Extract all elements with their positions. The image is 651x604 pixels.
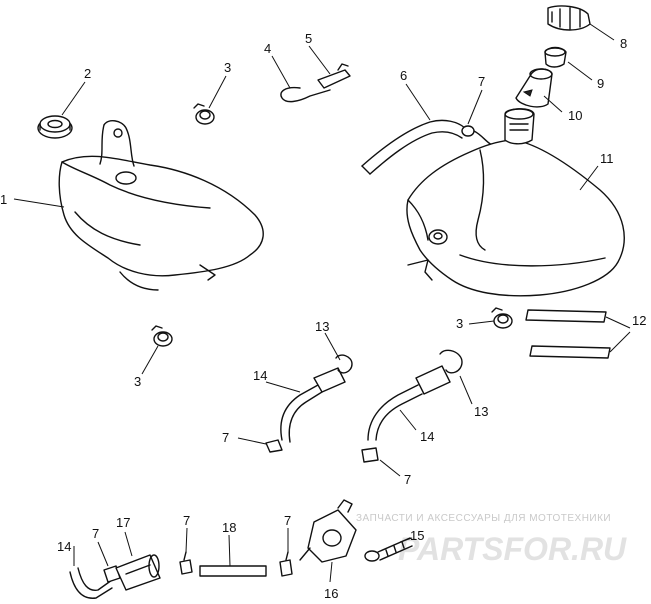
bottom-clip-7-mid: [179, 551, 193, 575]
callout-7-bottom-b: 7: [183, 513, 190, 528]
callout-7-bottom-a: 7: [92, 526, 99, 541]
callout-7: 7: [478, 74, 485, 89]
callout-8: 8: [620, 36, 627, 51]
callout-7-left: 7: [222, 430, 229, 445]
callout-14-bottom: 14: [57, 539, 71, 554]
part-17-filter: [115, 554, 161, 591]
bottom-hose-14: [69, 567, 113, 599]
callout-3-left: 3: [134, 374, 141, 389]
hose-assembly-right: [361, 349, 463, 463]
part-7-clip-top: [461, 125, 493, 146]
callout-18: 18: [222, 520, 236, 535]
callout-7-bottom-c: 7: [284, 513, 291, 528]
callout-14-left: 14: [253, 368, 267, 383]
hose-assembly-left: [265, 354, 353, 453]
callout-3-right: 3: [456, 316, 463, 331]
callout-3: 3: [224, 60, 231, 75]
part-3-bolt-right: [491, 307, 513, 329]
callout-6: 6: [400, 68, 407, 83]
part-9-gasket: [544, 46, 567, 68]
bottom-clip-7-right: [279, 551, 293, 577]
callout-11: 11: [600, 151, 614, 166]
callout-10: 10: [568, 108, 582, 123]
watermark-logo: PARTSFOR.RU: [398, 531, 627, 567]
part-1-fuel-tank-left: [58, 120, 264, 291]
part-3-bolt-bottom-left: [151, 325, 173, 347]
watermark-tagline: ЗАПЧАСТИ И АКСЕССУАРЫ ДЛЯ МОТОТЕХНИКИ: [356, 513, 611, 524]
part-6-vent-hose: [361, 119, 466, 175]
part-16-fuel-valve: [299, 499, 357, 563]
part-11-fuel-tank-right: [406, 108, 625, 297]
callout-14-right: 14: [420, 429, 434, 444]
callout-1: 1: [0, 192, 7, 207]
callout-17: 17: [116, 515, 130, 530]
part-18-hose: [199, 565, 267, 577]
callout-7-right: 7: [404, 472, 411, 487]
callout-9: 9: [597, 76, 604, 91]
callout-5: 5: [305, 31, 312, 46]
part-2-grommet: [37, 115, 73, 139]
callout-13-right: 13: [474, 404, 488, 419]
callout-4: 4: [264, 41, 271, 56]
watermark: ЗАПЧАСТИ И АКСЕССУАРЫ ДЛЯ МОТОТЕХНИКИ PA…: [356, 513, 627, 567]
leader-lines: [13, 23, 631, 583]
part-10-filler-neck: [515, 68, 553, 108]
part-5-bracket: [317, 63, 351, 89]
part-8-filler-cap: [547, 5, 591, 31]
callout-13-left: 13: [315, 319, 329, 334]
callouts: 1 2 3 4 5 6 7 8 9 10 11 12 3 3 13 14 7 1…: [0, 31, 646, 601]
callout-16: 16: [324, 586, 338, 601]
callout-12: 12: [632, 313, 646, 328]
part-15-bolt: [364, 537, 413, 562]
part-12-decals: [525, 309, 611, 359]
part-4-clip: [280, 86, 331, 103]
callout-2: 2: [84, 66, 91, 81]
part-3-bolt-top: [193, 103, 215, 125]
callout-15: 15: [410, 528, 424, 543]
